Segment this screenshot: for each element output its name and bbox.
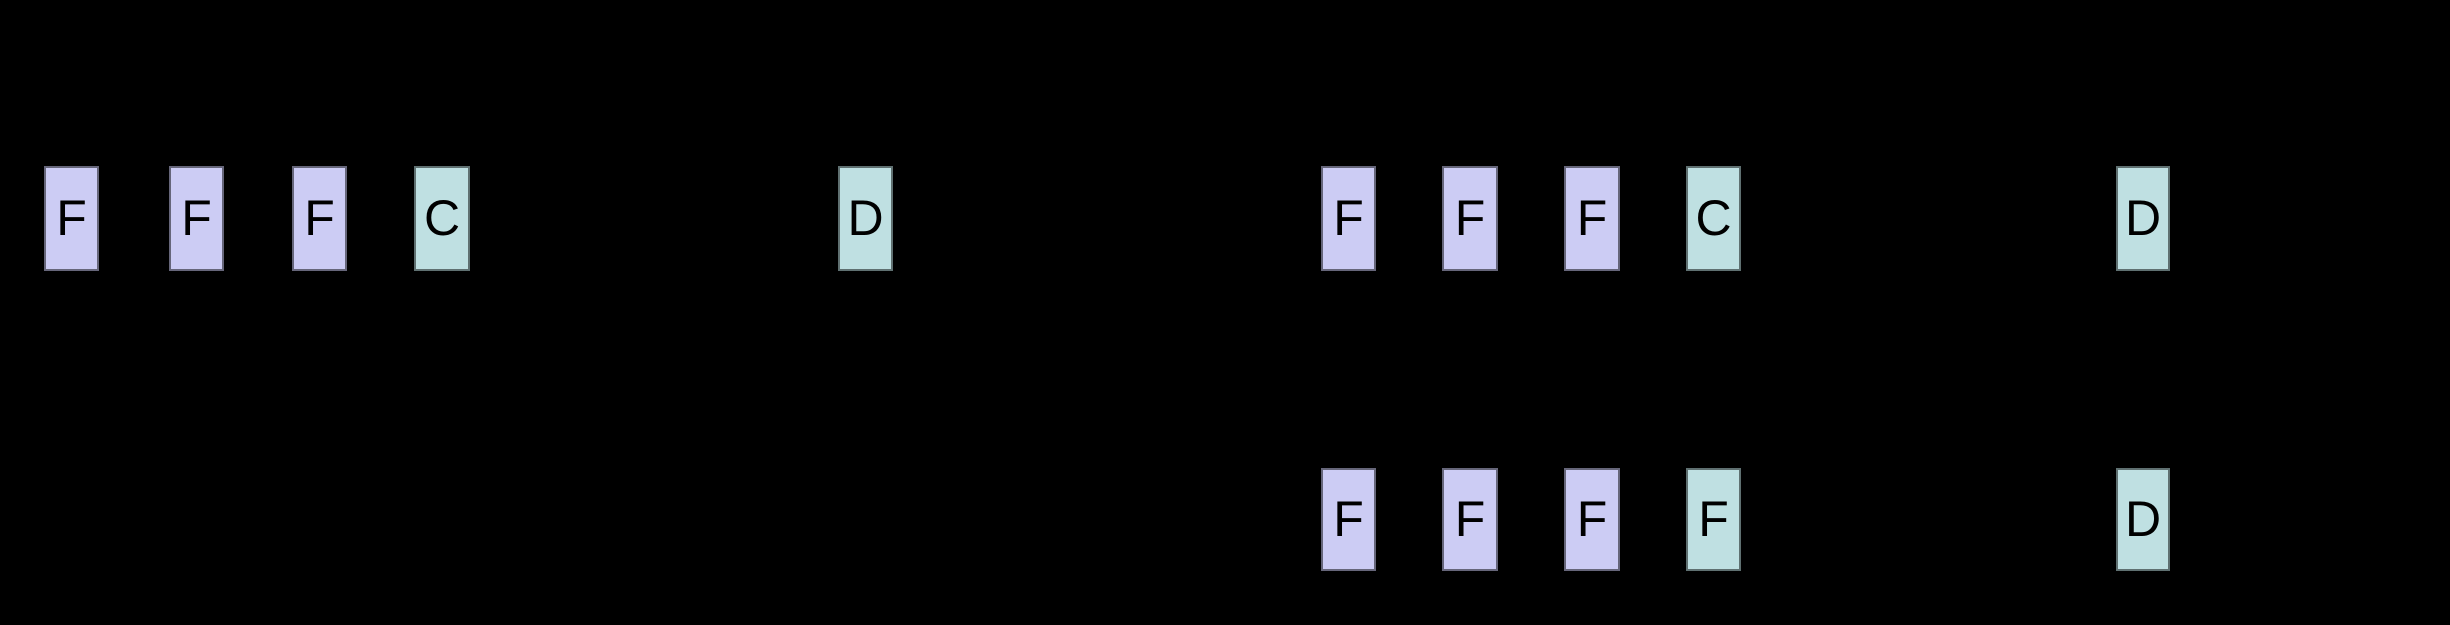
layer-box-F: F: [44, 166, 99, 271]
layer-box-D: D: [2116, 166, 2170, 271]
layer-box-D: D: [838, 166, 893, 271]
layer-box-C: C: [1686, 166, 1741, 271]
layer-box-label: F: [1698, 490, 1729, 547]
layer-box-F: F: [1321, 468, 1376, 571]
layer-box-label: F: [56, 189, 87, 246]
layer-box-label: F: [1333, 189, 1364, 246]
layer-box-label: F: [1576, 490, 1608, 547]
layer-box-F: F: [1442, 166, 1498, 271]
layer-box-F: F: [1564, 166, 1620, 271]
layer-box-label: F: [1333, 490, 1364, 547]
layer-box-label: F: [1576, 189, 1608, 246]
layer-box-label: D: [2124, 490, 2162, 547]
layer-box-label: C: [423, 189, 461, 246]
layer-box-label: D: [2124, 189, 2162, 246]
layer-box-F: F: [292, 166, 347, 271]
layer-box-F: F: [1321, 166, 1376, 271]
layer-box-F: F: [1442, 468, 1498, 571]
layer-box-F: F: [1564, 468, 1620, 571]
layer-box-label: F: [304, 189, 335, 246]
layer-box-label: F: [1454, 490, 1486, 547]
layer-box-D: D: [2116, 468, 2170, 571]
layer-box-C: C: [414, 166, 470, 271]
layer-box-label: F: [181, 189, 212, 246]
layer-box-label: D: [847, 189, 884, 246]
layer-box-F: F: [169, 166, 224, 271]
layer-box-F: F: [1686, 468, 1741, 571]
layer-box-label: F: [1454, 189, 1486, 246]
layer-box-label: C: [1695, 189, 1732, 246]
